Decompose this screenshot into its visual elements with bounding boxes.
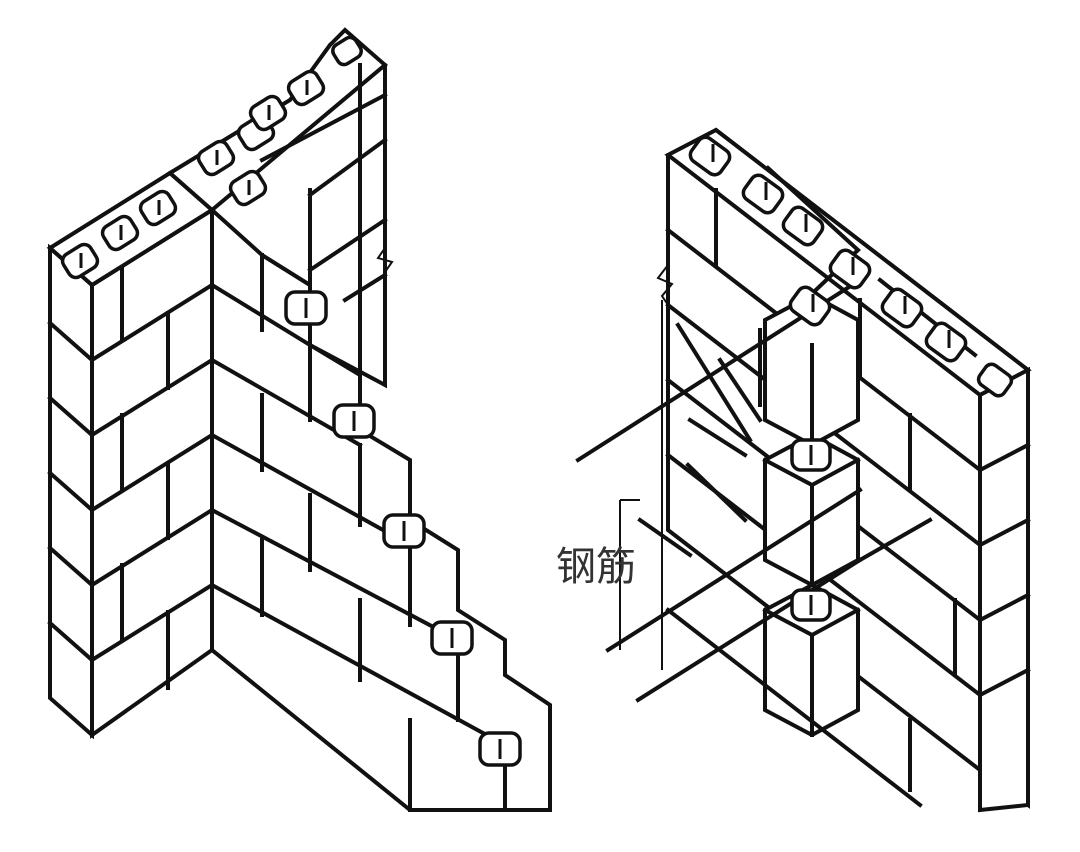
left-top-cells	[60, 35, 363, 280]
right-top-cells	[688, 135, 1014, 622]
upper-back-courses	[259, 63, 388, 382]
left-rebar-ticks	[79, 80, 502, 759]
right-rebar-ticks	[711, 144, 951, 615]
front-columns	[762, 292, 861, 738]
right-rebar-wall	[575, 127, 1032, 813]
break-mark-right	[656, 155, 674, 306]
left-stepped-wall	[46, 27, 552, 812]
rebar-label: 钢筋	[556, 544, 636, 590]
left-wall-courses	[47, 266, 215, 690]
right-end-face	[978, 366, 1030, 813]
break-mark-left	[376, 225, 394, 385]
